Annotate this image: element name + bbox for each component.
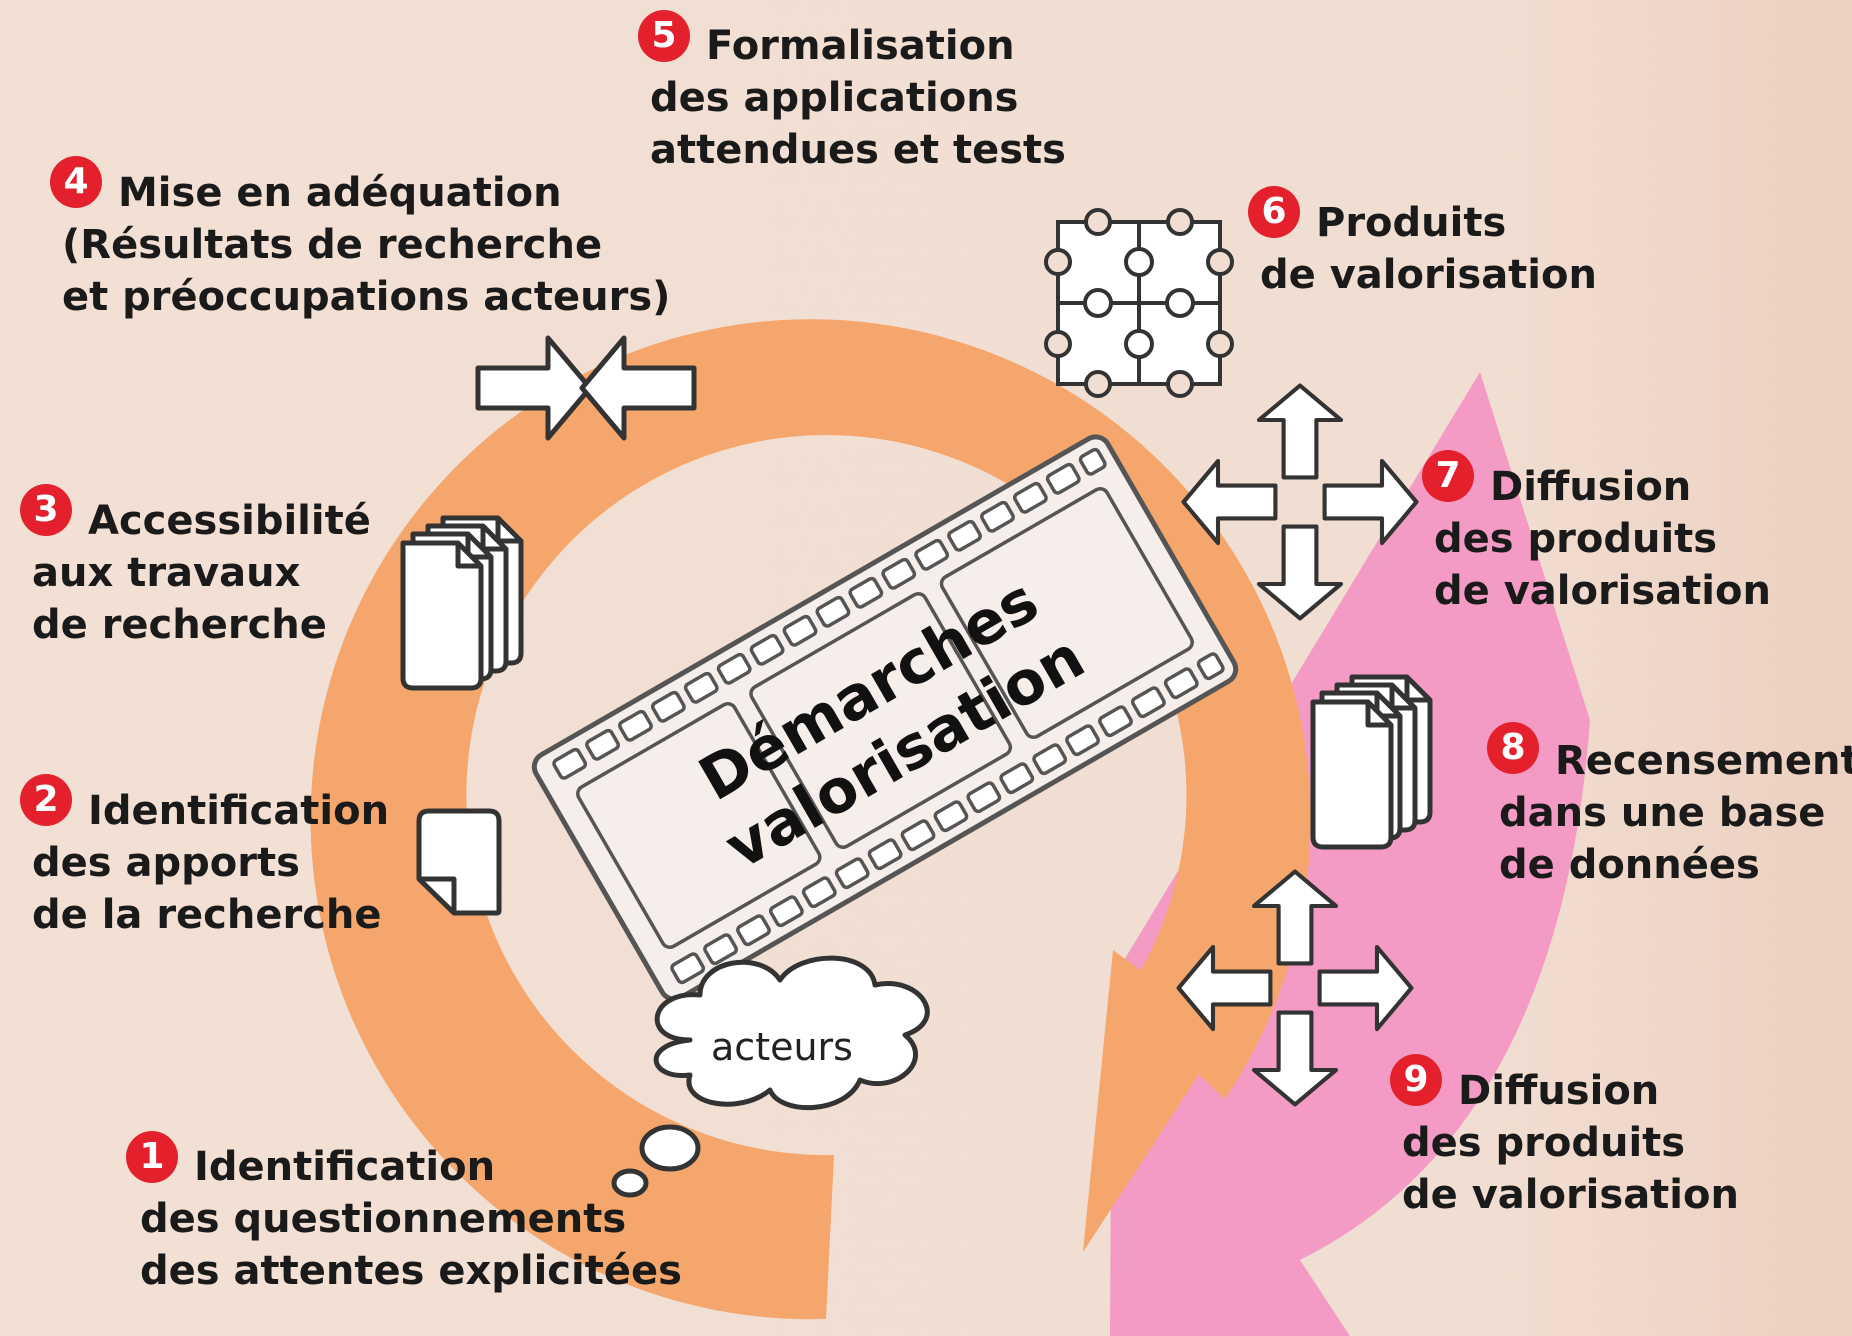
- step-7-label: Diffusion des produits de valorisation: [1434, 464, 1771, 614]
- thought-cloud-icon: acteurs: [611, 955, 930, 1198]
- step-3-label: Accessibilité aux travaux de recherche: [32, 498, 371, 648]
- step-badge: 2: [20, 774, 72, 826]
- step-2-label: Identification des apports de la recherc…: [32, 788, 390, 938]
- step-1-label: Identification des questionnements des a…: [140, 1144, 682, 1294]
- single-document-icon: [416, 808, 502, 916]
- step-6-label: Produits de valorisation: [1260, 200, 1597, 298]
- step-badge: 8: [1487, 722, 1539, 774]
- documents-stack-icon: [1313, 677, 1430, 847]
- step-badge: 6: [1248, 186, 1300, 238]
- step-8-label: Recensement dans une base de données: [1499, 738, 1852, 888]
- output-arrow: [1110, 372, 1590, 1336]
- step-5-label: Formalisation des applications attendues…: [650, 23, 1066, 173]
- documents-stack-icon: [403, 518, 521, 688]
- step-badge: 7: [1422, 450, 1474, 502]
- step-badge: 1: [126, 1131, 178, 1183]
- puzzle-icon: [1044, 208, 1234, 398]
- step-badge: 9: [1390, 1054, 1442, 1106]
- film-strip-icon: Démarches valorisation: [531, 434, 1239, 1002]
- step-badge: 5: [638, 10, 690, 62]
- step-badge: 3: [20, 484, 72, 536]
- step-badge: 4: [50, 156, 102, 208]
- cloud-label: acteurs: [711, 1025, 853, 1069]
- step-4-label: Mise en adéquation (Résultats de recherc…: [62, 170, 671, 320]
- cycle-arrow: [310, 319, 1311, 1320]
- step-9-label: Diffusion des produits de valorisation: [1402, 1068, 1739, 1218]
